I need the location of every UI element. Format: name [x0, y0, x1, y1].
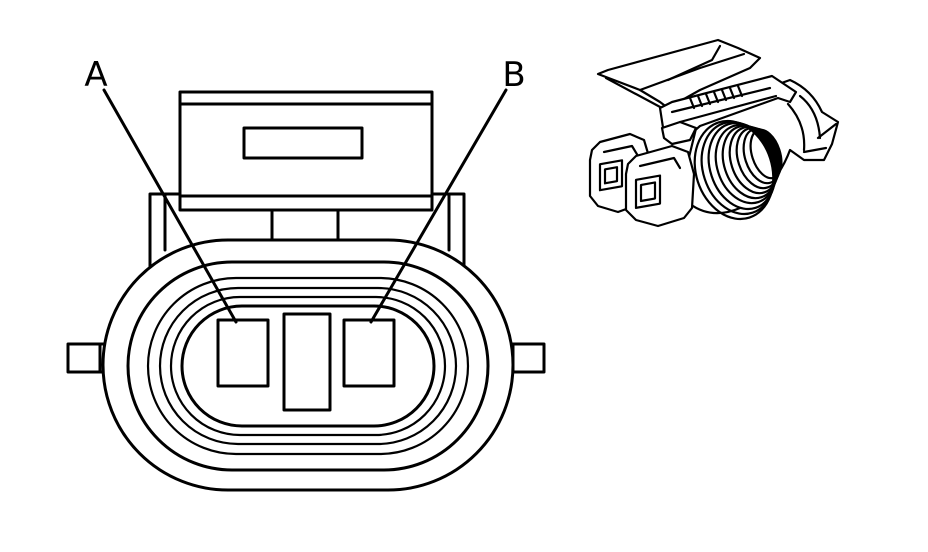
terminal-slot-right [634, 174, 662, 209]
terminal-b-cavity [342, 318, 396, 388]
connector-isometric-view [588, 38, 840, 228]
oval-seal-2 [158, 286, 458, 446]
lock-finger [660, 120, 698, 146]
oval-seal-3 [169, 295, 447, 437]
oval-housing-rim [126, 260, 490, 472]
leader-line-b [369, 88, 508, 324]
terminal-slot-left [598, 159, 624, 192]
center-key [282, 312, 332, 412]
connector-face-view: A B [66, 55, 546, 492]
terminal-a-cavity [216, 318, 270, 388]
seal-coils [693, 119, 783, 221]
terminal-label-a: A [84, 55, 107, 95]
terminal-label-b: B [502, 55, 525, 95]
latch-block [178, 90, 434, 242]
oval-seal-1 [146, 276, 470, 456]
latch-window [242, 126, 364, 160]
leader-line-a [102, 88, 238, 324]
oval-cavity [180, 304, 436, 428]
